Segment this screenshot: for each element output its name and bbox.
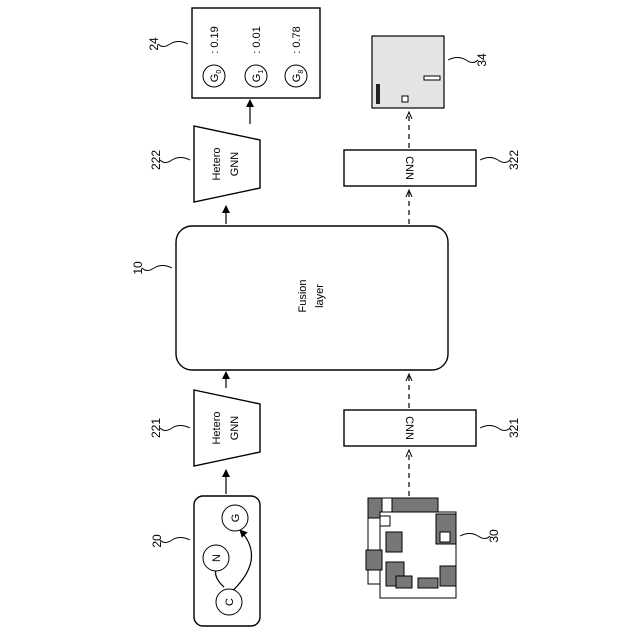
hetero-gnn-top: Hetero GNN	[194, 126, 260, 202]
node-c-label: C	[224, 598, 236, 606]
leader-321	[480, 426, 510, 431]
output-node-g8-value: : 0.78	[291, 26, 303, 54]
leader-30	[460, 534, 490, 539]
output-node-g0-symbol: G	[209, 74, 221, 83]
output-node-g8-sub: 8	[298, 70, 305, 74]
output-node-g1-sub: 1	[258, 70, 265, 74]
leader-322	[480, 158, 510, 163]
output-node-g1-symbol: G	[251, 74, 263, 83]
ref-34: 34	[475, 53, 489, 67]
output-node-g1-value: : 0.01	[251, 26, 263, 54]
fusion-label-line2: layer	[314, 284, 326, 308]
leader-24	[158, 42, 188, 47]
ref-222: 222	[149, 150, 163, 170]
leader-20	[160, 538, 190, 543]
hetero-gnn-top-line1: Hetero	[211, 147, 223, 180]
cnn-top-label: CNN	[403, 156, 415, 180]
ref-20: 20	[150, 534, 164, 548]
leader-222	[160, 158, 190, 163]
output-node-g0-sub: 0	[216, 70, 223, 74]
leader-34	[448, 58, 478, 63]
cnn-bottom-label: CNN	[403, 416, 415, 440]
output-image	[372, 36, 444, 108]
cnn-bottom-box: CNN	[344, 410, 476, 446]
ref-30: 30	[487, 529, 501, 543]
hetero-gnn-bottom-line2: GNN	[229, 416, 241, 441]
hetero-gnn-bottom-line1: Hetero	[211, 411, 223, 444]
cnn-top-box: CNN	[344, 150, 476, 186]
hetero-gnn-bottom: Hetero GNN	[194, 390, 260, 466]
fusion-label-line1: Fusion	[297, 279, 309, 312]
ref-221: 221	[149, 418, 163, 438]
leader-10	[142, 266, 172, 271]
output-node-g0-value: : 0.19	[209, 26, 221, 54]
fusion-layer-box: Fusion layer	[176, 226, 448, 370]
hetero-gnn-top-line2: GNN	[229, 152, 241, 177]
ref-10: 10	[131, 261, 145, 275]
ref-24: 24	[147, 37, 161, 51]
graph-input-box: C N G	[194, 496, 260, 626]
node-g-label: G	[230, 514, 242, 523]
ref-322: 322	[507, 150, 521, 170]
ref-321: 321	[507, 418, 521, 438]
image-input-blocks	[366, 498, 456, 598]
output-probabilities-box: G0 : 0.19 G1 : 0.01 G8 : 0.78	[192, 8, 320, 98]
node-n-label: N	[211, 554, 223, 562]
output-node-g8-symbol: G	[291, 74, 303, 83]
leader-221	[160, 426, 190, 431]
